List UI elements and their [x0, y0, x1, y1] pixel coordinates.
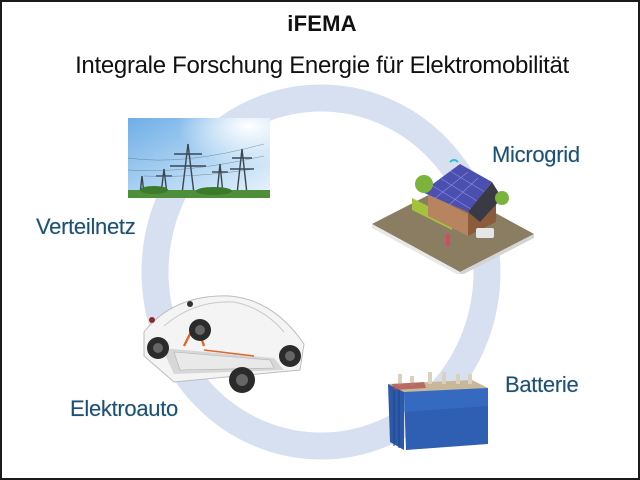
- battery-image: [388, 372, 488, 450]
- solar-house-image: [372, 159, 534, 274]
- node-label-batterie: Batterie: [505, 372, 579, 397]
- diagram-title: iFEMA: [287, 11, 357, 36]
- power-grid-image: [127, 118, 270, 198]
- node-label-microgrid: Microgrid: [492, 142, 580, 167]
- node-label-elektroauto: Elektroauto: [70, 396, 178, 421]
- electric-car-image: [143, 295, 305, 393]
- node-label-verteilnetz: Verteilnetz: [36, 214, 136, 239]
- diagram-subtitle: Integrale Forschung Energie für Elektrom…: [75, 52, 569, 79]
